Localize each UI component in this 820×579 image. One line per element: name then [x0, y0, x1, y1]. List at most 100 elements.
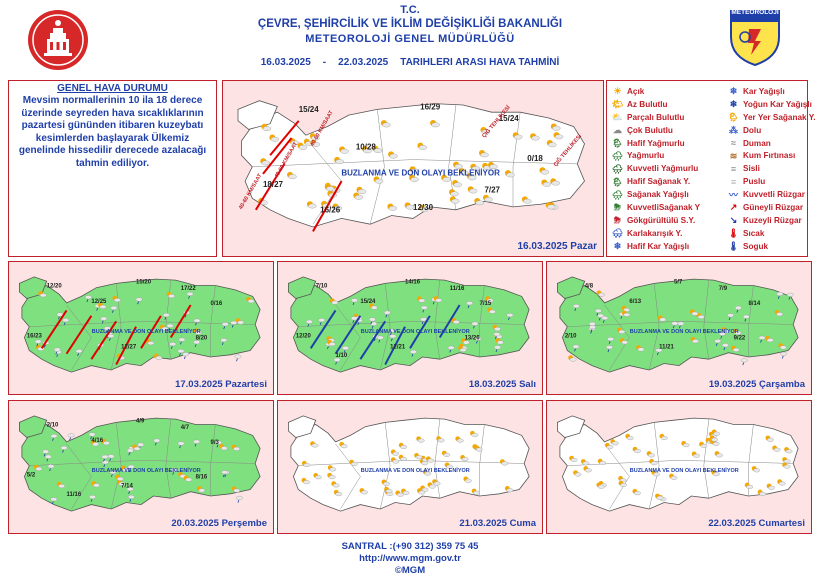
rain-icon: [601, 316, 609, 323]
ministry-logo-icon: [28, 10, 88, 70]
partly-cloudy-icon: [690, 309, 699, 316]
region-boundary: [369, 109, 385, 225]
partly-cloudy-icon: [460, 454, 469, 462]
partly-cloudy-icon: [178, 472, 187, 479]
thrace-land: [287, 276, 317, 299]
partly-cloudy-icon: [196, 486, 206, 493]
partly-cloudy-icon: [404, 202, 415, 210]
partly-cloudy-icon: [777, 479, 786, 486]
temperature-label: 0/16: [210, 301, 222, 307]
temperature-label: 6/13: [629, 299, 641, 305]
rain-icon: [742, 314, 750, 322]
header: T.C. ÇEVRE, ŞEHİRCİLİK VE İKLİM DEĞİŞİKL…: [0, 0, 820, 80]
rain-icon: [607, 337, 615, 344]
rain-icon: [153, 438, 161, 446]
partly-cloudy-icon: [398, 442, 408, 449]
rain-icon: [727, 313, 735, 321]
partly-cloudy-icon: [327, 472, 336, 480]
temperature-label: 7/10: [316, 284, 328, 290]
legend-column-right: ❄Kar Yağışlı❄Yoğun Kar Yağışlı🌦Yer Yer S…: [727, 85, 816, 253]
map-date-label: 20.03.2025 Perşembe: [171, 518, 267, 529]
rain-icon: [776, 291, 784, 299]
partly-cloudy-icon: [301, 460, 311, 468]
partly-cloudy-icon: [471, 488, 480, 495]
south-wind-arrow-icon: [254, 163, 286, 211]
header-line-1: T.C.: [400, 4, 420, 16]
legend-item: ↘Kuzeyli Rüzgar: [727, 214, 816, 227]
map-date-label: 18.03.2025 Salı: [468, 379, 536, 390]
region-boundary: [66, 304, 92, 371]
legend-label: Az Bulutlu: [627, 99, 668, 109]
temperature-label: 12/21: [390, 344, 406, 350]
partly-cloudy-icon: [485, 296, 494, 303]
partly-cloudy-icon: [309, 133, 320, 141]
rain-icon: [389, 334, 397, 342]
partly-cloudy-icon: [458, 345, 467, 353]
rain-icon: [127, 464, 135, 472]
rain-icon: [420, 305, 428, 313]
partly-cloudy-icon: [604, 442, 614, 450]
region-boundary: [110, 283, 122, 371]
footer-url[interactable]: http://www.mgm.gov.tr: [359, 553, 461, 564]
general-weather-title: GENEL HAVA DURUMU: [57, 83, 168, 94]
partly-cloudy-icon: [545, 202, 556, 210]
partly-cloudy-icon: [541, 179, 552, 187]
legend-label: Kar Yağışlı: [743, 86, 785, 96]
partly-cloudy-icon: [618, 480, 627, 488]
partly-cloudy-icon: [120, 465, 130, 472]
region-boundary: [210, 424, 216, 496]
partly-cloudy-icon: [115, 474, 124, 481]
ministry-name: ÇEVRE, ŞEHİRCİLİK VE İKLİM DEĞİŞİKLİĞİ B…: [257, 18, 563, 30]
partly-cloudy-icon: [401, 488, 410, 495]
turkey-map: BUZLANMA VE DON OLAYI BEKLENİYOR2/104/94…: [18, 415, 261, 512]
turkey-map: BUZLANMA VE DON OLAYI BEKLENİYOR: [287, 415, 530, 512]
region-boundary: [379, 283, 391, 371]
region-boundary: [66, 443, 92, 510]
partly-cloudy-icon: [474, 445, 483, 452]
partly-cloudy-icon: [395, 490, 404, 497]
frost-warning-banner: BUZLANMA VE DON OLAYI BEKLENİYOR: [92, 467, 201, 474]
region-boundary: [29, 321, 256, 327]
temperature-label: 15/24: [360, 299, 376, 305]
turkey-map: BUZLANMA VE DON OLAYI BEKLENİYOR7/1014/1…: [287, 276, 530, 373]
rain-icon: [333, 357, 341, 365]
partly-cloudy-icon: [487, 307, 496, 314]
region-boundary: [648, 422, 660, 510]
rain-icon: [572, 344, 580, 352]
mostly-sunny-icon: 🌤: [611, 99, 624, 110]
rain-icon: [721, 343, 729, 351]
rain-icon: [758, 335, 766, 343]
partly-cloudy-icon: [480, 127, 491, 135]
heavy-rain-icon: 🌧: [611, 163, 624, 174]
region-boundary: [298, 321, 525, 327]
rain-icon: [88, 432, 96, 440]
region-boundary: [298, 460, 525, 466]
rain-icon: [351, 298, 358, 306]
legend-item: ≈Duman: [727, 137, 816, 150]
partly-cloudy-icon: [372, 145, 383, 153]
rain-icon: [420, 317, 427, 325]
legend-item: 🌧Yağmurlu: [611, 149, 700, 162]
snow-icon: ❄: [729, 86, 738, 97]
partly-cloudy-icon: [380, 120, 391, 128]
rain-icon: [170, 468, 178, 475]
south-wind-arrow-icon: [384, 326, 406, 366]
south-wind-arrow-icon: [140, 315, 162, 349]
partly-cloudy-icon: [499, 459, 509, 466]
region-boundary: [210, 285, 216, 357]
partly-cloudy-icon: [546, 139, 557, 148]
legend-label: Gökgürültülü S.Y.: [627, 215, 696, 225]
partly-cloudy-icon: [381, 479, 390, 486]
region-boundary: [335, 304, 361, 371]
partly-cloudy-icon: [580, 459, 590, 466]
legend-label: Yoğun Kar Yağışlı: [743, 99, 812, 109]
partly-cloudy-icon: [441, 174, 451, 182]
rain-icon: [50, 497, 58, 505]
partly-cloudy-icon: [333, 489, 343, 497]
partly-cloudy-icon: [621, 310, 631, 317]
rain-icon: [305, 319, 313, 327]
partly-cloudy-icon: [416, 296, 426, 303]
